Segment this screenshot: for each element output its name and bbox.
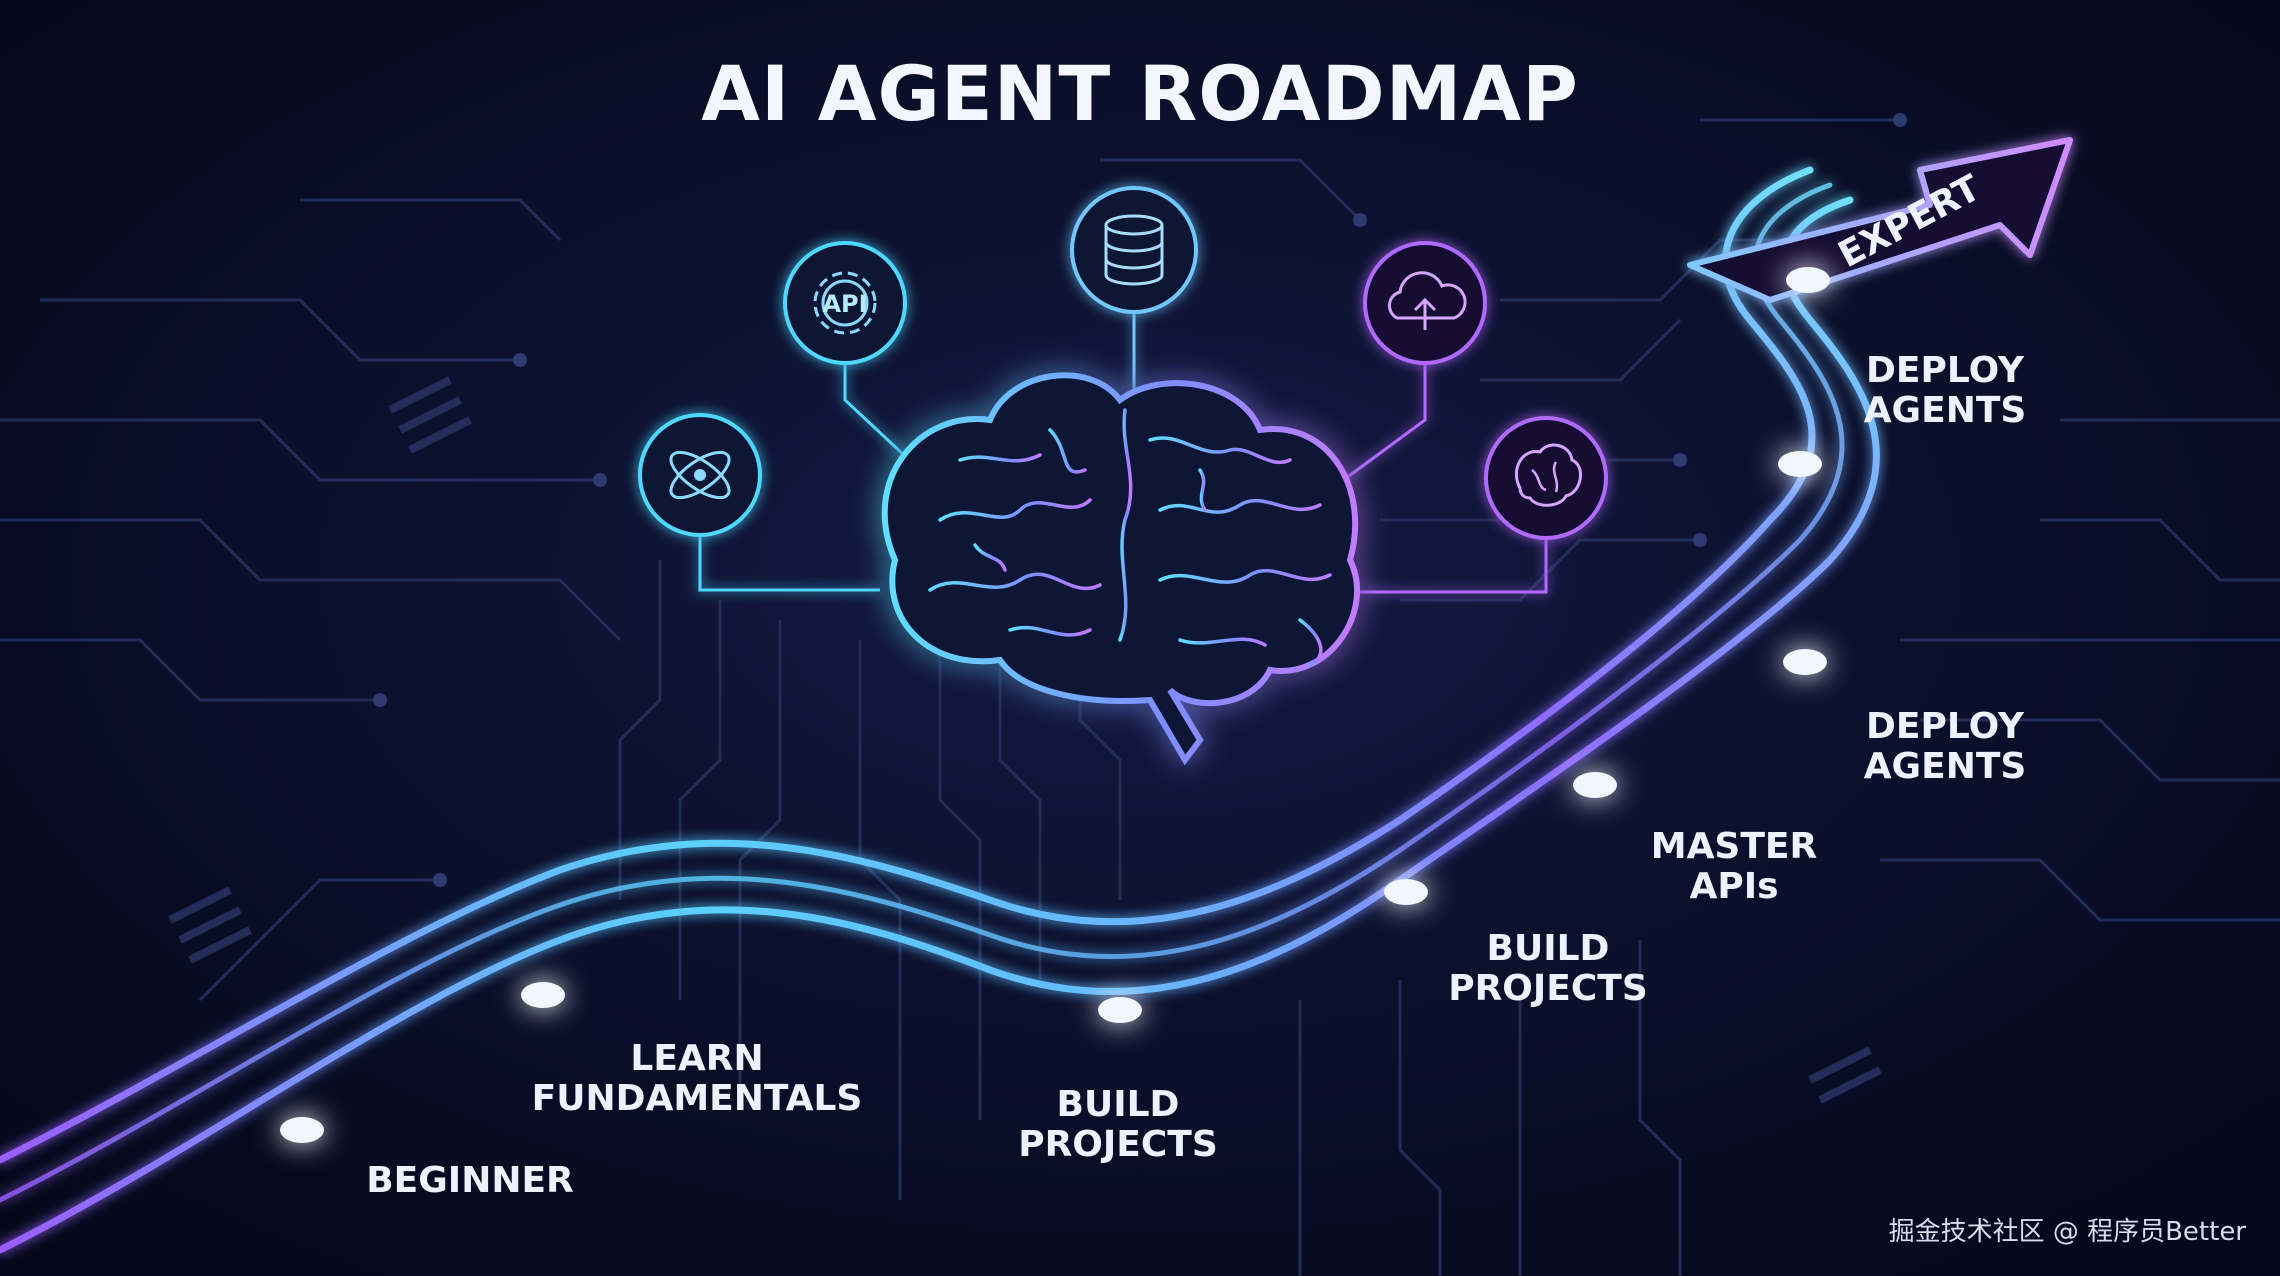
decor-stripes (168, 376, 1882, 1104)
api-icon-text: API (822, 290, 867, 318)
stage-label-deploy-b-line1: DEPLOY (1866, 350, 2025, 391)
milestone-dot (1098, 997, 1142, 1023)
circuit-traces (0, 118, 2280, 1276)
milestone-dot (1786, 267, 1830, 293)
stage-label-build-a-line2: PROJECTS (1018, 1124, 1218, 1165)
stage-labels: BEGINNER LEARN FUNDAMENTALS BUILD PROJEC… (366, 167, 2026, 1201)
stage-label-master-line2: APIs (1689, 866, 1778, 907)
atom-orbit-icon (638, 413, 762, 537)
stage-label-build-a-line1: BUILD (1057, 1084, 1180, 1125)
stage-label-deploy-a-line2: AGENTS (1864, 746, 2027, 787)
api-gear-icon: API (783, 241, 907, 365)
watermark: 掘金技术社区 @ 程序员Better (1889, 1217, 2247, 1247)
roadmap-path (0, 166, 1880, 1254)
milestone-dot (1778, 451, 1822, 477)
milestone-dot (1573, 772, 1617, 798)
milestone-dot (1783, 649, 1827, 675)
milestone-dot (521, 982, 565, 1008)
database-icon (1070, 186, 1198, 314)
stage-label-master-line1: MASTER (1651, 826, 1817, 867)
stage-label-learn-line1: LEARN (630, 1038, 763, 1079)
milestone-dot (1384, 879, 1428, 905)
stage-label-build-b-line1: BUILD (1487, 928, 1610, 969)
stage-label-deploy-a-line1: DEPLOY (1866, 706, 2025, 747)
milestone-dots (280, 267, 1830, 1143)
stage-label-deploy-b-line2: AGENTS (1864, 390, 2027, 431)
stage-label-build-b-line2: PROJECTS (1448, 968, 1648, 1009)
cloud-upload-icon (1363, 241, 1487, 365)
brain-chip-icon (1484, 416, 1608, 540)
stage-label-beginner: BEGINNER (366, 1160, 574, 1201)
brain-illustration (881, 372, 1361, 766)
page-title: AI AGENT ROADMAP (701, 49, 1579, 138)
milestone-dot (280, 1117, 324, 1143)
stage-label-learn-line2: FUNDAMENTALS (532, 1078, 863, 1119)
